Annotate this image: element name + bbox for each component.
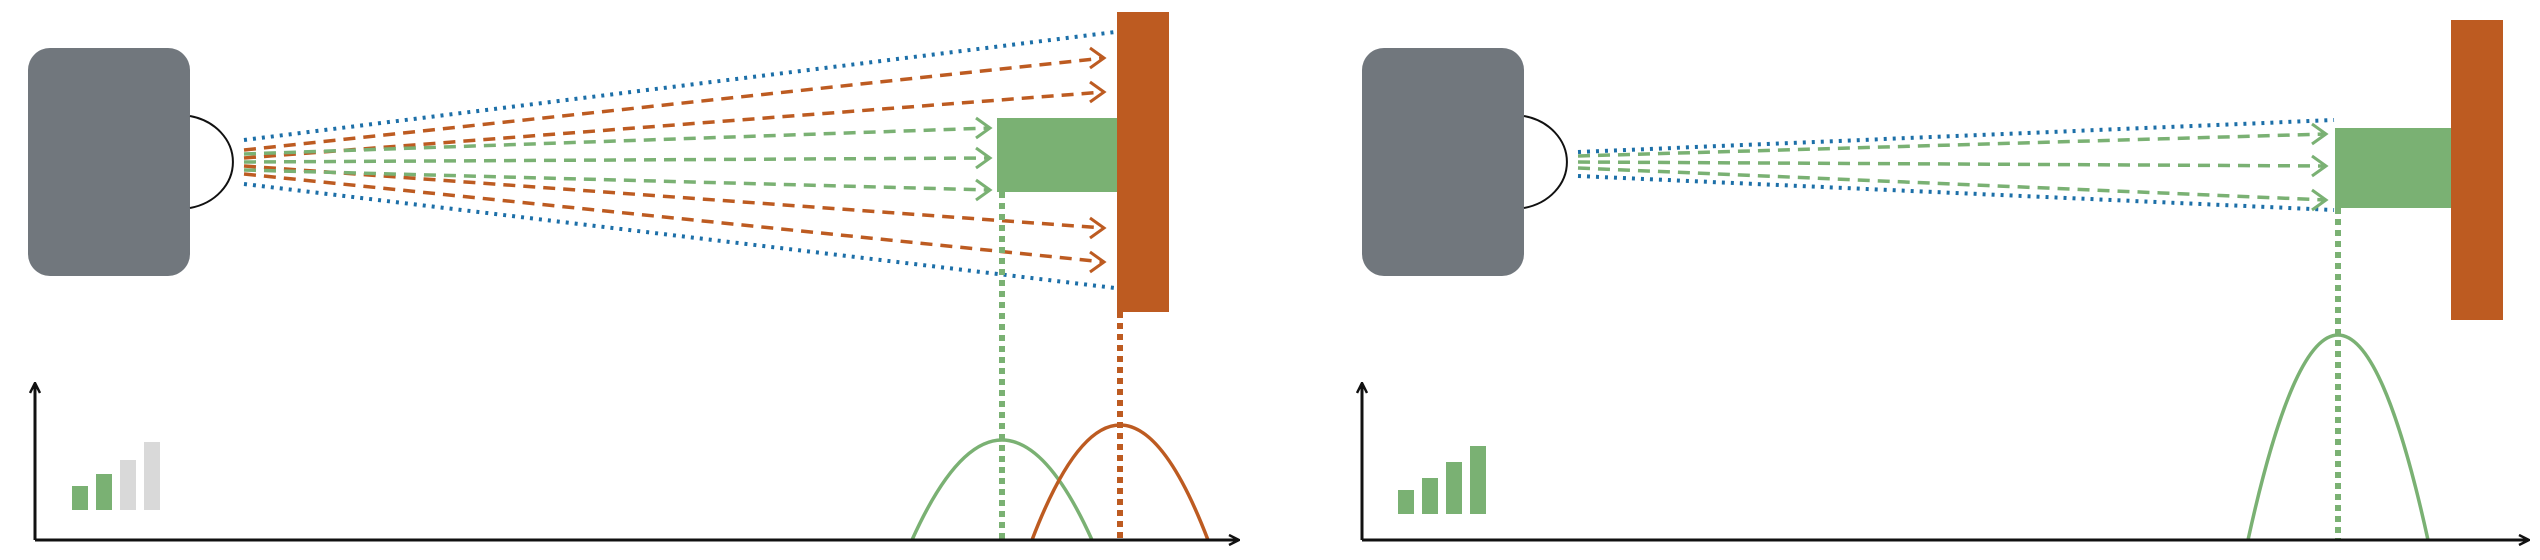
beam-rays-group — [1577, 118, 2335, 212]
target-ray — [243, 156, 991, 164]
sensor-icon — [28, 48, 190, 276]
signal-bar-3 — [1446, 462, 1462, 514]
wall-ray-arrowhead — [1089, 216, 1107, 240]
target-ray-arrowhead — [2311, 122, 2329, 146]
target-ray — [243, 126, 991, 156]
target-ray — [1577, 160, 2327, 168]
target-return-peak — [2246, 333, 2430, 541]
target-ray — [1577, 132, 2327, 158]
lens-icon — [189, 115, 234, 209]
target-block — [997, 118, 1117, 192]
target-ray — [243, 168, 991, 192]
signal-strength-icon — [1398, 446, 1486, 514]
wall-return-peak — [1030, 423, 1210, 541]
signal-bar-1 — [1398, 490, 1414, 514]
signal-bar-2 — [1422, 478, 1438, 514]
wall-ray-arrowhead — [1089, 80, 1107, 104]
target-ray-arrowhead — [2311, 154, 2329, 178]
wall-block — [1117, 12, 1169, 312]
lens-icon — [1523, 115, 1568, 209]
target-ray-arrowhead — [975, 178, 993, 202]
signal-bar-4 — [1470, 446, 1486, 514]
beam-edge-lower — [1577, 174, 2335, 212]
target-block — [2335, 128, 2451, 208]
sensor-icon — [1362, 48, 1524, 276]
signal-strength-icon — [72, 442, 160, 510]
panel-wide-beam — [28, 12, 1238, 540]
target-ray — [1577, 166, 2327, 202]
wall-ray-arrowhead — [1089, 46, 1107, 70]
beam-edge-upper — [243, 30, 1116, 142]
target-return-peak — [910, 438, 1094, 541]
signal-bar-4 — [144, 442, 160, 510]
signal-bar-2 — [96, 474, 112, 510]
target-ray-arrowhead — [975, 116, 993, 140]
wall-ray — [243, 56, 1105, 152]
target-ray-arrowhead — [975, 146, 993, 170]
signal-bar-3 — [120, 460, 136, 510]
panel-narrow-beam — [1362, 20, 2528, 540]
wall-ray — [243, 90, 1105, 160]
wall-ray — [243, 164, 1105, 230]
signal-bar-1 — [72, 486, 88, 510]
wall-ray-arrowhead — [1089, 250, 1107, 274]
beam-edge-upper — [1577, 118, 2335, 154]
wall-ray — [243, 172, 1105, 264]
beam-rays-group — [243, 30, 1116, 290]
target-ray-arrowhead — [2311, 188, 2329, 212]
beam-edge-lower — [243, 182, 1116, 290]
wall-block — [2451, 20, 2503, 320]
